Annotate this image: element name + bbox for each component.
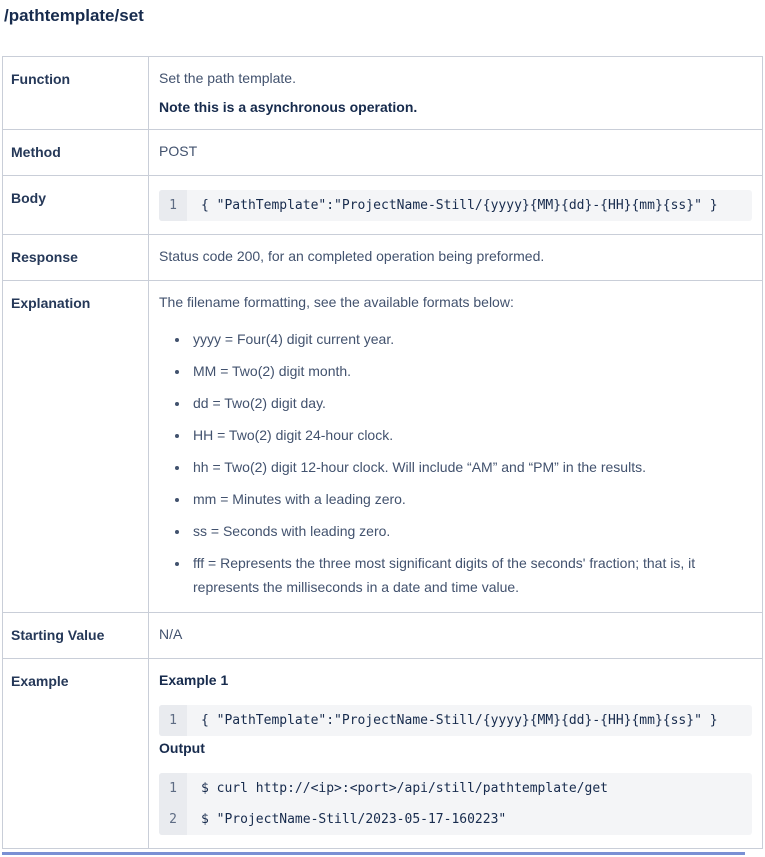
body-code-block: 1 { "PathTemplate":"ProjectName-Still/{y… [159,190,752,221]
row-content-function: Set the path template. Note this is a as… [148,56,763,130]
method-value: POST [159,143,198,159]
format-list-item: yyyy = Four(4) digit current year. [190,327,752,351]
code-text: { "PathTemplate":"ProjectName-Still/{yyy… [201,713,718,728]
row-content-example: Example 1 1 { "PathTemplate":"ProjectNam… [148,658,763,849]
function-note: Note this is a asynchronous operation. [159,99,418,115]
bottom-blue-bar [2,852,745,855]
table-row-explanation: Explanation The filename formatting, see… [2,280,763,613]
row-label-function: Function [2,56,149,130]
output-code-block: 1 $ curl http://<ip>:<port>/api/still/pa… [159,773,752,835]
code-text: $ "ProjectName-Still/2023-05-17-160223" [201,812,507,827]
code-line: 1 $ curl http://<ip>:<port>/api/still/pa… [159,773,752,804]
line-number: 1 [159,705,187,736]
code-line: 1 { "PathTemplate":"ProjectName-Still/{y… [159,705,752,736]
format-list-item: HH = Two(2) digit 24-hour clock. [190,423,752,447]
code-text: $ curl http://<ip>:<port>/api/still/path… [201,781,608,796]
table-row-example: Example Example 1 1 { "PathTemplate":"Pr… [2,658,763,849]
explanation-intro: The filename formatting, see the availab… [159,294,514,310]
page-title: /pathtemplate/set [4,6,144,25]
api-doc-table: Function Set the path template. Note thi… [2,56,763,849]
table-row-response: Response Status code 200, for an complet… [2,234,763,281]
row-content-method: POST [148,129,763,176]
row-label-explanation: Explanation [2,280,149,613]
code-text: { "PathTemplate":"ProjectName-Still/{yyy… [201,198,718,213]
row-content-starting-value: N/A [148,612,763,659]
row-content-response: Status code 200, for an completed operat… [148,234,763,281]
starting-value: N/A [159,626,183,642]
function-description: Set the path template. [159,70,296,86]
response-text: Status code 200, for an completed operat… [159,248,545,264]
format-list-item: MM = Two(2) digit month. [190,359,752,383]
table-row-function: Function Set the path template. Note thi… [2,56,763,130]
row-label-response: Response [2,234,149,281]
format-list: yyyy = Four(4) digit current year. MM = … [159,327,752,599]
table-row-starting-value: Starting Value N/A [2,612,763,659]
table-row-method: Method POST [2,129,763,176]
output-heading: Output [159,740,205,756]
format-list-item: mm = Minutes with a leading zero. [190,487,752,511]
example-heading: Example 1 [159,672,229,688]
row-label-method: Method [2,129,149,176]
format-list-item: dd = Two(2) digit day. [190,391,752,415]
code-line: 2 $ "ProjectName-Still/2023-05-17-160223… [159,804,752,835]
table-row-body: Body 1 { "PathTemplate":"ProjectName-Sti… [2,175,763,235]
row-label-starting-value: Starting Value [2,612,149,659]
format-list-item: fff = Represents the three most signific… [190,551,752,599]
line-number: 2 [159,804,187,835]
code-line: 1 { "PathTemplate":"ProjectName-Still/{y… [159,190,752,221]
format-list-item: ss = Seconds with leading zero. [190,519,752,543]
example-code-block: 1 { "PathTemplate":"ProjectName-Still/{y… [159,705,752,736]
format-list-item: hh = Two(2) digit 12-hour clock. Will in… [190,455,752,479]
row-label-example: Example [2,658,149,849]
row-content-body: 1 { "PathTemplate":"ProjectName-Still/{y… [148,175,763,235]
row-content-explanation: The filename formatting, see the availab… [148,280,763,613]
line-number: 1 [159,773,187,804]
row-label-body: Body [2,175,149,235]
line-number: 1 [159,190,187,221]
